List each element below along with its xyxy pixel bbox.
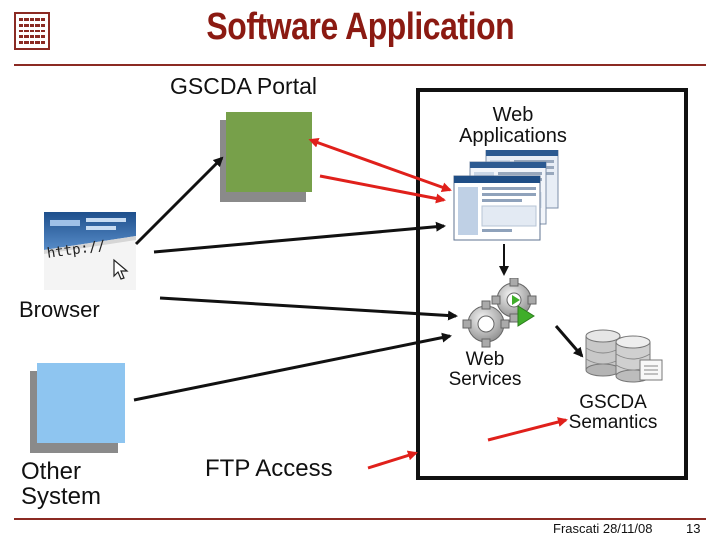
gscda-semantics-label: GSCDA Semantics (568, 392, 658, 433)
footer-location-date: Frascati 28/11/08 (553, 521, 653, 536)
other-system-node (37, 363, 125, 443)
header-rule (14, 64, 706, 66)
arrow-browser-portal (134, 156, 224, 246)
arrow-other-services (133, 332, 452, 402)
browser-label: Browser (19, 297, 100, 322)
server-boundary (416, 88, 688, 480)
institution-logo (14, 12, 50, 50)
browser-icon: http:// (44, 212, 136, 290)
arrow-browser-webapps (153, 221, 446, 254)
web-applications-label: Web Applications (459, 104, 567, 147)
web-applications-icon (452, 149, 562, 242)
arrow-portal-webapps (308, 137, 452, 193)
arrow-ftp-server (367, 450, 418, 470)
arrow-portal-webapps-2 (319, 174, 446, 204)
database-icon (580, 328, 666, 384)
web-services-gears-icon (462, 277, 548, 350)
page-number: 13 (686, 521, 701, 536)
web-services-label: Web Services (448, 349, 522, 390)
arrow-browser-services (159, 296, 458, 321)
arrow-services-semantics (554, 325, 584, 358)
other-system-label: Other System (21, 458, 102, 511)
ftp-access-label: FTP Access (205, 455, 333, 482)
slide-title: Software Application (206, 6, 515, 48)
footer-rule (14, 518, 706, 520)
portal-node (226, 112, 312, 192)
portal-label: GSCDA Portal (170, 73, 317, 99)
arrow-to-semantics (487, 417, 568, 442)
